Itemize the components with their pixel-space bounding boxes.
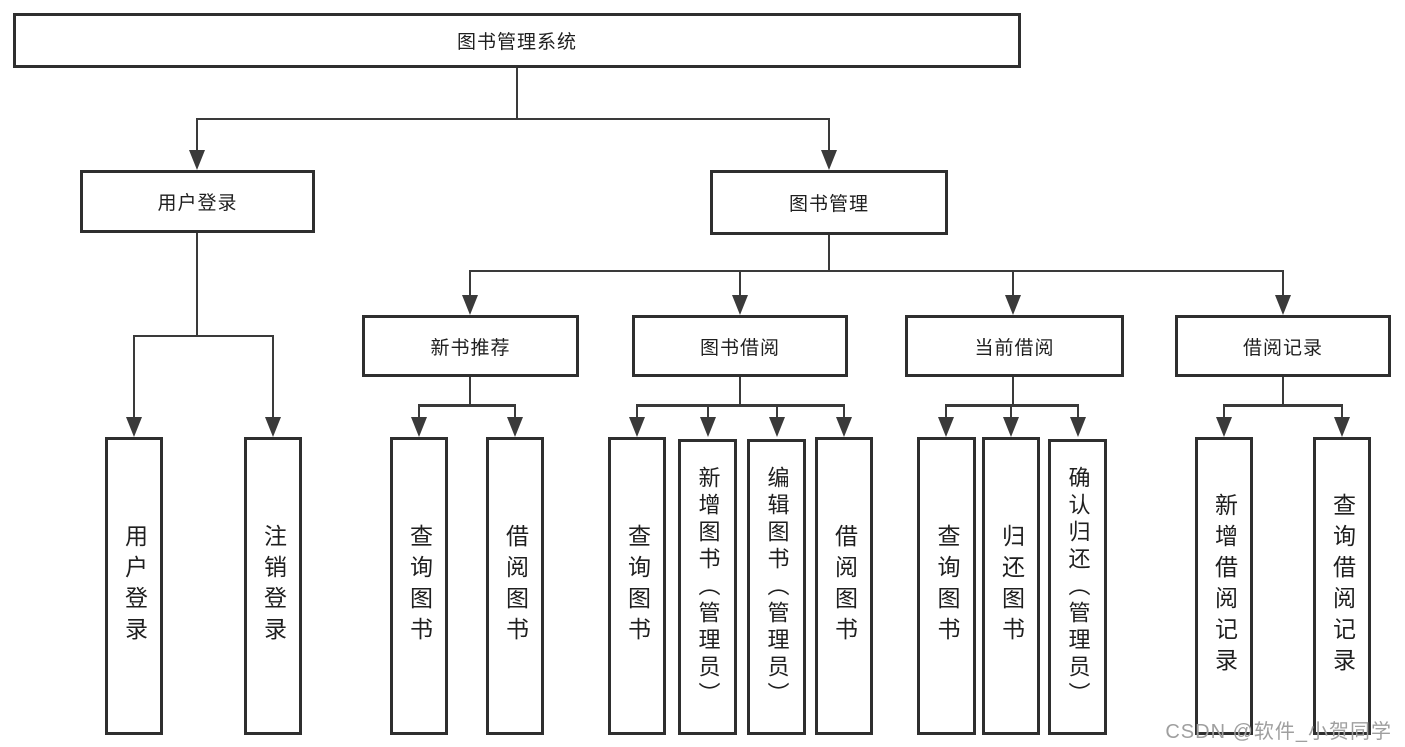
connector-line — [196, 118, 198, 151]
arrowhead-down — [629, 417, 645, 437]
leaf-borrow-query-books-label: 查询图书 — [624, 524, 651, 648]
connector-line — [469, 270, 1284, 272]
leaf-records-query-record: 查询借阅记录 — [1313, 437, 1371, 735]
connector-line — [1223, 404, 1225, 419]
leaf-logout-label: 注销登录 — [260, 524, 287, 648]
connector-line — [418, 404, 516, 407]
leaf-current-confirm-return-admin-label: 确认归还（管理员） — [1065, 465, 1091, 709]
arrowhead-down — [189, 150, 205, 170]
node-borrowing-records: 借阅记录 — [1175, 315, 1391, 377]
csdn-watermark: CSDN @软件_小贺同学 — [1165, 721, 1392, 743]
connector-line — [1010, 404, 1012, 419]
connector-line — [1282, 270, 1284, 297]
connector-line — [418, 404, 420, 419]
arrowhead-down — [938, 417, 954, 437]
leaf-current-query-books-label: 查询图书 — [934, 524, 960, 648]
leaf-borrow-add-books-admin: 新增图书（管理员） — [678, 439, 737, 735]
connector-line — [516, 68, 518, 119]
connector-line — [469, 377, 471, 406]
leaf-borrow-add-books-admin-label: 新增图书（管理员） — [695, 465, 721, 709]
arrowhead-down — [1216, 417, 1232, 437]
connector-line — [843, 404, 845, 419]
node-borrowing-records-label: 借阅记录 — [1242, 337, 1323, 359]
leaf-user-login-label: 用户登录 — [121, 524, 148, 648]
arrowhead-down — [507, 417, 523, 437]
leaf-records-query-record-label: 查询借阅记录 — [1329, 493, 1356, 679]
connector-line — [739, 377, 741, 406]
node-book-management-branch: 图书管理 — [710, 170, 948, 235]
connector-line — [133, 335, 274, 337]
node-user-login-branch-label: 用户登录 — [157, 193, 238, 214]
node-current-borrowing-label: 当前借阅 — [974, 337, 1055, 359]
arrowhead-down — [126, 417, 142, 437]
leaf-current-confirm-return-admin: 确认归还（管理员） — [1048, 439, 1107, 735]
leaf-current-return-books: 归还图书 — [982, 437, 1040, 735]
connector-line — [636, 404, 638, 419]
connector-line — [776, 404, 778, 419]
node-book-borrowing-label: 图书借阅 — [699, 337, 780, 359]
arrowhead-down — [1070, 417, 1086, 437]
node-book-management-branch-label: 图书管理 — [788, 194, 869, 215]
connector-line — [1012, 377, 1014, 406]
connector-line — [272, 335, 274, 419]
leaf-records-add-record: 新增借阅记录 — [1195, 437, 1253, 735]
leaf-borrow-query-books: 查询图书 — [608, 437, 666, 735]
connector-line — [196, 233, 198, 337]
leaf-newbook-borrow-books-label: 借阅图书 — [502, 524, 529, 648]
connector-line — [707, 404, 709, 419]
connector-line — [945, 404, 1079, 407]
connector-line — [1223, 404, 1343, 407]
connector-line — [196, 118, 830, 120]
arrowhead-down — [462, 295, 478, 315]
arrowhead-down — [821, 150, 837, 170]
leaf-current-return-books-label: 归还图书 — [998, 524, 1025, 648]
node-root-label: 图书管理系统 — [456, 32, 577, 53]
leaf-newbook-query-books-label: 查询图书 — [406, 524, 433, 648]
node-root: 图书管理系统 — [13, 13, 1021, 68]
node-new-book-recommend-label: 新书推荐 — [430, 337, 511, 359]
arrowhead-down — [769, 417, 785, 437]
arrowhead-down — [411, 417, 427, 437]
leaf-borrow-edit-books-admin: 编辑图书（管理员） — [747, 439, 806, 735]
arrowhead-down — [700, 417, 716, 437]
node-user-login-branch: 用户登录 — [80, 170, 315, 233]
connector-line — [945, 404, 947, 419]
connector-line — [1077, 404, 1079, 419]
leaf-borrow-borrow-books: 借阅图书 — [815, 437, 873, 735]
connector-line — [636, 404, 845, 407]
leaf-newbook-borrow-books: 借阅图书 — [486, 437, 544, 735]
arrowhead-down — [1005, 295, 1021, 315]
arrowhead-down — [1275, 295, 1291, 315]
connector-line — [469, 270, 471, 297]
arrowhead-down — [265, 417, 281, 437]
connector-line — [739, 270, 741, 297]
connector-line — [1282, 377, 1284, 406]
node-current-borrowing: 当前借阅 — [905, 315, 1124, 377]
leaf-records-add-record-label: 新增借阅记录 — [1211, 493, 1238, 679]
node-book-borrowing: 图书借阅 — [632, 315, 848, 377]
leaf-borrow-edit-books-admin-label: 编辑图书（管理员） — [764, 465, 790, 709]
connector-line — [828, 118, 830, 151]
arrowhead-down — [836, 417, 852, 437]
connector-line — [133, 335, 135, 419]
arrowhead-down — [1003, 417, 1019, 437]
leaf-newbook-query-books: 查询图书 — [390, 437, 448, 735]
connector-line — [828, 235, 830, 272]
leaf-borrow-borrow-books-label: 借阅图书 — [831, 524, 858, 648]
connector-line — [1341, 404, 1343, 419]
leaf-current-query-books: 查询图书 — [917, 437, 976, 735]
leaf-user-login: 用户登录 — [105, 437, 163, 735]
node-new-book-recommend: 新书推荐 — [362, 315, 579, 377]
connector-line — [1012, 270, 1014, 297]
leaf-logout: 注销登录 — [244, 437, 302, 735]
connector-line — [514, 404, 516, 419]
arrowhead-down — [1334, 417, 1350, 437]
arrowhead-down — [732, 295, 748, 315]
